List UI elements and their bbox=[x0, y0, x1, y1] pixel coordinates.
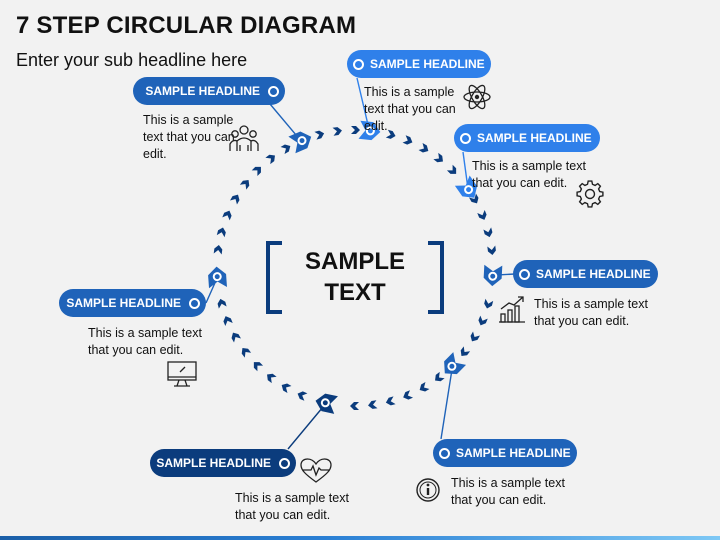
circle-arrow bbox=[280, 144, 291, 154]
team-icon bbox=[229, 125, 259, 151]
left-bracket bbox=[266, 241, 282, 314]
step-1-marker bbox=[288, 131, 312, 154]
circle-arrow bbox=[253, 362, 264, 372]
step-1-headline: SAMPLE HEADLINE bbox=[145, 84, 260, 98]
circle-arrow bbox=[297, 391, 308, 401]
circle-arrow bbox=[350, 402, 359, 410]
step-2-pill-dot bbox=[353, 58, 364, 70]
circle-arrow bbox=[241, 348, 252, 358]
circle-arrow bbox=[419, 382, 430, 392]
step-5-pill-dot bbox=[439, 447, 450, 459]
step-6-connector bbox=[287, 402, 327, 450]
circle-arrow bbox=[216, 227, 226, 238]
circle-arrow bbox=[478, 315, 488, 326]
page-title: 7 STEP CIRCULAR DIAGRAM bbox=[16, 12, 357, 39]
circle-arrow bbox=[470, 331, 480, 342]
step-7-marker bbox=[208, 266, 227, 289]
center-text: SAMPLE TEXT bbox=[290, 246, 420, 308]
circle-arrow bbox=[351, 126, 360, 134]
circle-arrow bbox=[217, 298, 227, 309]
step-4-headline-pill[interactable]: SAMPLE HEADLINE bbox=[513, 260, 658, 288]
circle-arrow bbox=[385, 396, 396, 406]
circle-arrow bbox=[385, 129, 396, 139]
info-icon bbox=[416, 478, 440, 502]
step-4-headline: SAMPLE HEADLINE bbox=[536, 267, 651, 281]
circle-arrow bbox=[332, 127, 342, 136]
circle-arrow bbox=[231, 332, 241, 343]
step-3-headline-pill[interactable]: SAMPLE HEADLINE bbox=[454, 124, 600, 152]
step-6-marker bbox=[315, 393, 338, 414]
step-6-pill-dot bbox=[279, 457, 290, 469]
atom-icon bbox=[463, 84, 491, 110]
step-3-text: This is a sample text that you can edit. bbox=[472, 159, 586, 190]
step-5-connector bbox=[440, 365, 454, 440]
circle-arrow bbox=[223, 316, 233, 327]
circle-arrow bbox=[418, 143, 429, 153]
step-1-headline-pill[interactable]: SAMPLE HEADLINE bbox=[133, 77, 285, 105]
circle-arrow bbox=[314, 130, 325, 140]
circle-arrow bbox=[433, 152, 443, 163]
step-6-text: This is a sample text that you can edit. bbox=[235, 491, 349, 522]
circle-arrow bbox=[239, 180, 250, 190]
step-5-marker bbox=[444, 352, 467, 375]
gear-icon bbox=[576, 180, 604, 208]
circle-arrow bbox=[230, 194, 240, 205]
step-markers bbox=[208, 120, 503, 414]
right-bracket bbox=[428, 241, 444, 314]
circle-arrow bbox=[435, 371, 445, 382]
step-2-text: This is a sample text that you can edit. bbox=[364, 85, 456, 133]
step-2-marker bbox=[358, 120, 381, 141]
circle-arrow bbox=[469, 193, 479, 204]
step-5-text: This is a sample text that you can edit. bbox=[451, 476, 565, 507]
circle-arrow bbox=[251, 166, 261, 177]
step-6-headline-pill[interactable]: SAMPLE HEADLINE bbox=[150, 449, 296, 477]
circle-arrow bbox=[460, 346, 471, 356]
step-2-headline: SAMPLE HEADLINE bbox=[370, 57, 485, 71]
circle-arrow bbox=[483, 227, 493, 238]
circle-arrow bbox=[281, 383, 292, 393]
circle-arrow bbox=[267, 373, 277, 384]
step-3-headline: SAMPLE HEADLINE bbox=[477, 131, 592, 145]
step-7-headline-pill[interactable]: SAMPLE HEADLINE bbox=[59, 289, 206, 317]
circle-arrow bbox=[477, 209, 487, 220]
circle-arrow bbox=[222, 210, 232, 221]
center-text-line1: SAMPLE bbox=[304, 248, 405, 275]
step-4-text: This is a sample text that you can edit. bbox=[534, 297, 648, 328]
center-text-line2: TEXT bbox=[324, 279, 386, 306]
circle-arrows bbox=[213, 126, 496, 410]
step-6-headline: SAMPLE HEADLINE bbox=[156, 456, 271, 470]
step-7-headline: SAMPLE HEADLINE bbox=[66, 296, 181, 310]
circle-arrow bbox=[487, 245, 496, 255]
step-3-marker bbox=[454, 175, 478, 198]
step-2-headline-pill[interactable]: SAMPLE HEADLINE bbox=[347, 50, 491, 78]
step-5-headline-pill[interactable]: SAMPLE HEADLINE bbox=[433, 439, 577, 467]
bottom-accent-bar bbox=[0, 536, 720, 540]
step-7-pill-dot bbox=[189, 297, 200, 309]
circle-arrow bbox=[402, 135, 413, 145]
circle-arrow bbox=[368, 400, 378, 409]
step-4-marker bbox=[483, 264, 503, 287]
circle-arrow bbox=[484, 298, 494, 309]
page-subtitle: Enter your sub headline here bbox=[16, 50, 248, 70]
step-3-pill-dot bbox=[460, 132, 471, 144]
step-1-text: This is a sample text that you can edit. bbox=[143, 113, 235, 161]
step-7-text: This is a sample text that you can edit. bbox=[88, 326, 202, 357]
circle-arrow bbox=[265, 154, 275, 165]
circle-arrow bbox=[403, 390, 414, 400]
circle-arrow bbox=[446, 164, 457, 174]
heartbeat-icon bbox=[300, 458, 332, 483]
growth-chart-icon bbox=[499, 296, 525, 323]
step-5-headline: SAMPLE HEADLINE bbox=[456, 446, 571, 460]
circle-arrow bbox=[213, 245, 223, 255]
step-1-pill-dot bbox=[268, 85, 279, 97]
step-4-pill-dot bbox=[519, 268, 530, 280]
monitor-icon bbox=[167, 361, 197, 387]
